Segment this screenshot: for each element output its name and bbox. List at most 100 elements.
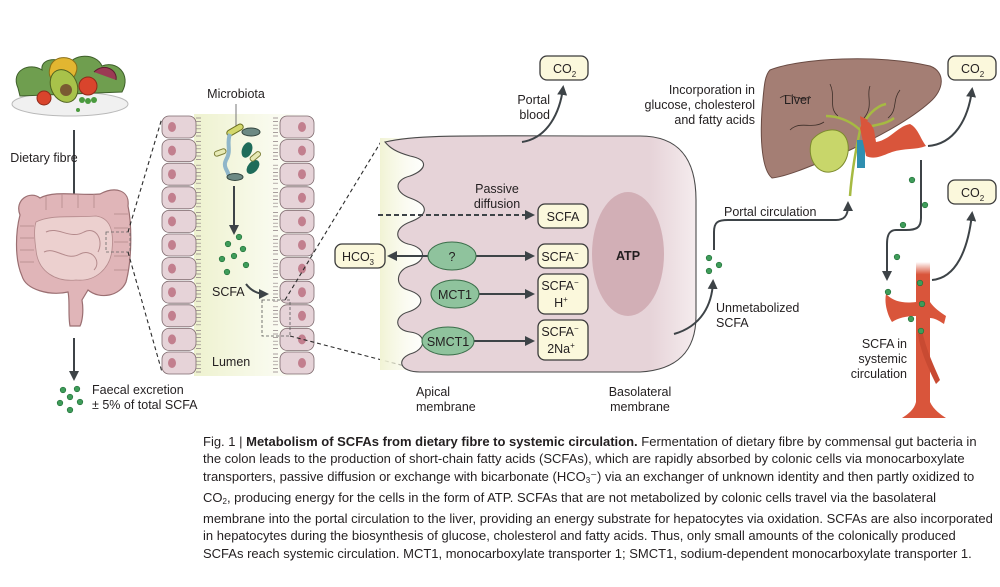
left-epithelial-cells (161, 115, 201, 375)
unmetabolized-label-2: SCFA (716, 316, 749, 330)
zoom-line-cell-lower (289, 335, 421, 371)
cell-nucleus (298, 240, 306, 250)
brush-border (273, 212, 278, 231)
svg-text:CO2: CO2 (961, 186, 985, 203)
svg-text:?: ? (449, 250, 456, 264)
scfa-box-passive: SCFA (537, 203, 589, 229)
svg-text:2Na+: 2Na+ (547, 341, 575, 356)
passive-diffusion-label-2: diffusion (474, 197, 520, 211)
brush-border (273, 306, 278, 326)
svg-text:MCT1: MCT1 (438, 288, 472, 302)
cell-nucleus (298, 334, 306, 345)
zoom-line-lower (127, 251, 163, 373)
cell-nucleus (298, 122, 306, 132)
portal-blood-label: Portal (517, 93, 550, 107)
brush-border (273, 117, 278, 137)
cell-nucleus (298, 192, 306, 203)
brush-border (273, 259, 278, 278)
brush-border (196, 212, 201, 231)
epithelial-cell (161, 233, 197, 257)
cell-nucleus (298, 145, 306, 156)
cell-nucleus (168, 263, 176, 274)
cell-nucleus (298, 358, 306, 368)
cell-nucleus (298, 287, 306, 298)
systemic-scfa-dots (884, 279, 926, 335)
cell-nucleus (168, 192, 176, 203)
epithelial-cell (279, 327, 315, 351)
apical-membrane-label: Apical (416, 385, 450, 399)
food-bowl-icon (11, 55, 129, 117)
epithelial-cell (161, 139, 197, 163)
bacteria-icon (213, 123, 262, 181)
systemic-vessel-icon (885, 262, 946, 418)
brush-border (196, 235, 201, 255)
svg-text:CO2: CO2 (553, 62, 577, 79)
intestine-icon (15, 189, 132, 327)
brush-border (196, 188, 201, 208)
apical-membrane-label-2: membrane (416, 400, 476, 414)
cell-nucleus (168, 240, 176, 250)
mct1-transporter: MCT1 (430, 279, 480, 309)
passive-diffusion-label: Passive (475, 182, 519, 196)
unmetabolized-scfa-dots (705, 254, 723, 275)
atp-organelle (592, 192, 664, 316)
epithelial-cell (161, 186, 197, 210)
faecal-percentage-label: ± 5% of total SCFA (92, 398, 198, 412)
cell-nucleus (168, 122, 176, 132)
smct1-transporter: SMCT1 (421, 326, 475, 356)
scfa-box-smct1: SCFA− 2Na+ (537, 319, 589, 361)
brush-border (196, 282, 201, 302)
brush-border (196, 164, 201, 184)
svg-text:SCFA−: SCFA− (541, 324, 579, 339)
epithelial-cell (279, 162, 315, 186)
co2-box-liver: CO2 (947, 55, 997, 81)
co2-box-systemic: CO2 (947, 179, 997, 205)
figure-title: Metabolism of SCFAs from dietary fibre t… (246, 434, 638, 449)
zoom-line-cell-upper (284, 139, 383, 301)
lumen-scfa-dots (218, 233, 250, 276)
liver-label: Liver (784, 93, 811, 107)
systemic-co2-arrow (931, 211, 977, 281)
svg-text:SCFA−: SCFA− (541, 249, 579, 264)
epithelial-cell (161, 351, 197, 375)
caption-body-1: Fermentation of dietary fibre by commens… (203, 434, 977, 484)
right-epithelial-cells (273, 115, 315, 375)
brush-border (273, 235, 278, 255)
epithelial-cell (279, 139, 315, 163)
brush-border (273, 164, 278, 184)
basolateral-membrane-label: Basolateral (609, 385, 672, 399)
epithelial-cell (279, 209, 315, 233)
epithelial-cell (161, 327, 197, 351)
caption-body-3: , producing energy for the cells in the … (203, 489, 993, 561)
epithelial-cell (279, 351, 315, 375)
svg-text:SMCT1: SMCT1 (427, 335, 469, 349)
unmetabolized-label: Unmetabolized (716, 301, 799, 315)
scfa-box-exchanger: SCFA− (537, 243, 589, 269)
portal-blood-arrow (521, 85, 568, 143)
scfa-metabolism-diagram: Dietary fibre Faecal excretion ± 5% of t… (10, 55, 997, 418)
unknown-exchanger: ? (427, 241, 477, 271)
epithelial-cell (161, 115, 197, 139)
epithelial-cell (279, 186, 315, 210)
co2-box-cell: CO2 (539, 55, 589, 81)
portal-circulation-arrow (713, 201, 853, 250)
incorporation-label-3: and fatty acids (674, 113, 755, 127)
dietary-fibre-label: Dietary fibre (10, 151, 77, 165)
liver-to-systemic-arrow (882, 160, 922, 281)
epithelial-cell (279, 304, 315, 328)
cell-nucleus (298, 169, 306, 180)
liver-co2-arrow (927, 87, 977, 147)
portal-circulation-label: Portal circulation (724, 205, 816, 219)
figure-label: Fig. 1 | (203, 434, 247, 449)
brush-border (273, 353, 278, 373)
epithelial-cell (161, 257, 197, 281)
brush-border (196, 141, 201, 160)
arrow-scfa-to-epithelium (245, 283, 269, 299)
epithelial-cell (161, 280, 197, 304)
incorporation-label: Incorporation in (669, 83, 755, 97)
lumen-scfa-label: SCFA (212, 285, 245, 299)
svg-text:SCFA: SCFA (547, 210, 580, 224)
lumen-label: Lumen (212, 355, 250, 369)
portal-blood-label-2: blood (519, 108, 550, 122)
brush-border (273, 188, 278, 208)
